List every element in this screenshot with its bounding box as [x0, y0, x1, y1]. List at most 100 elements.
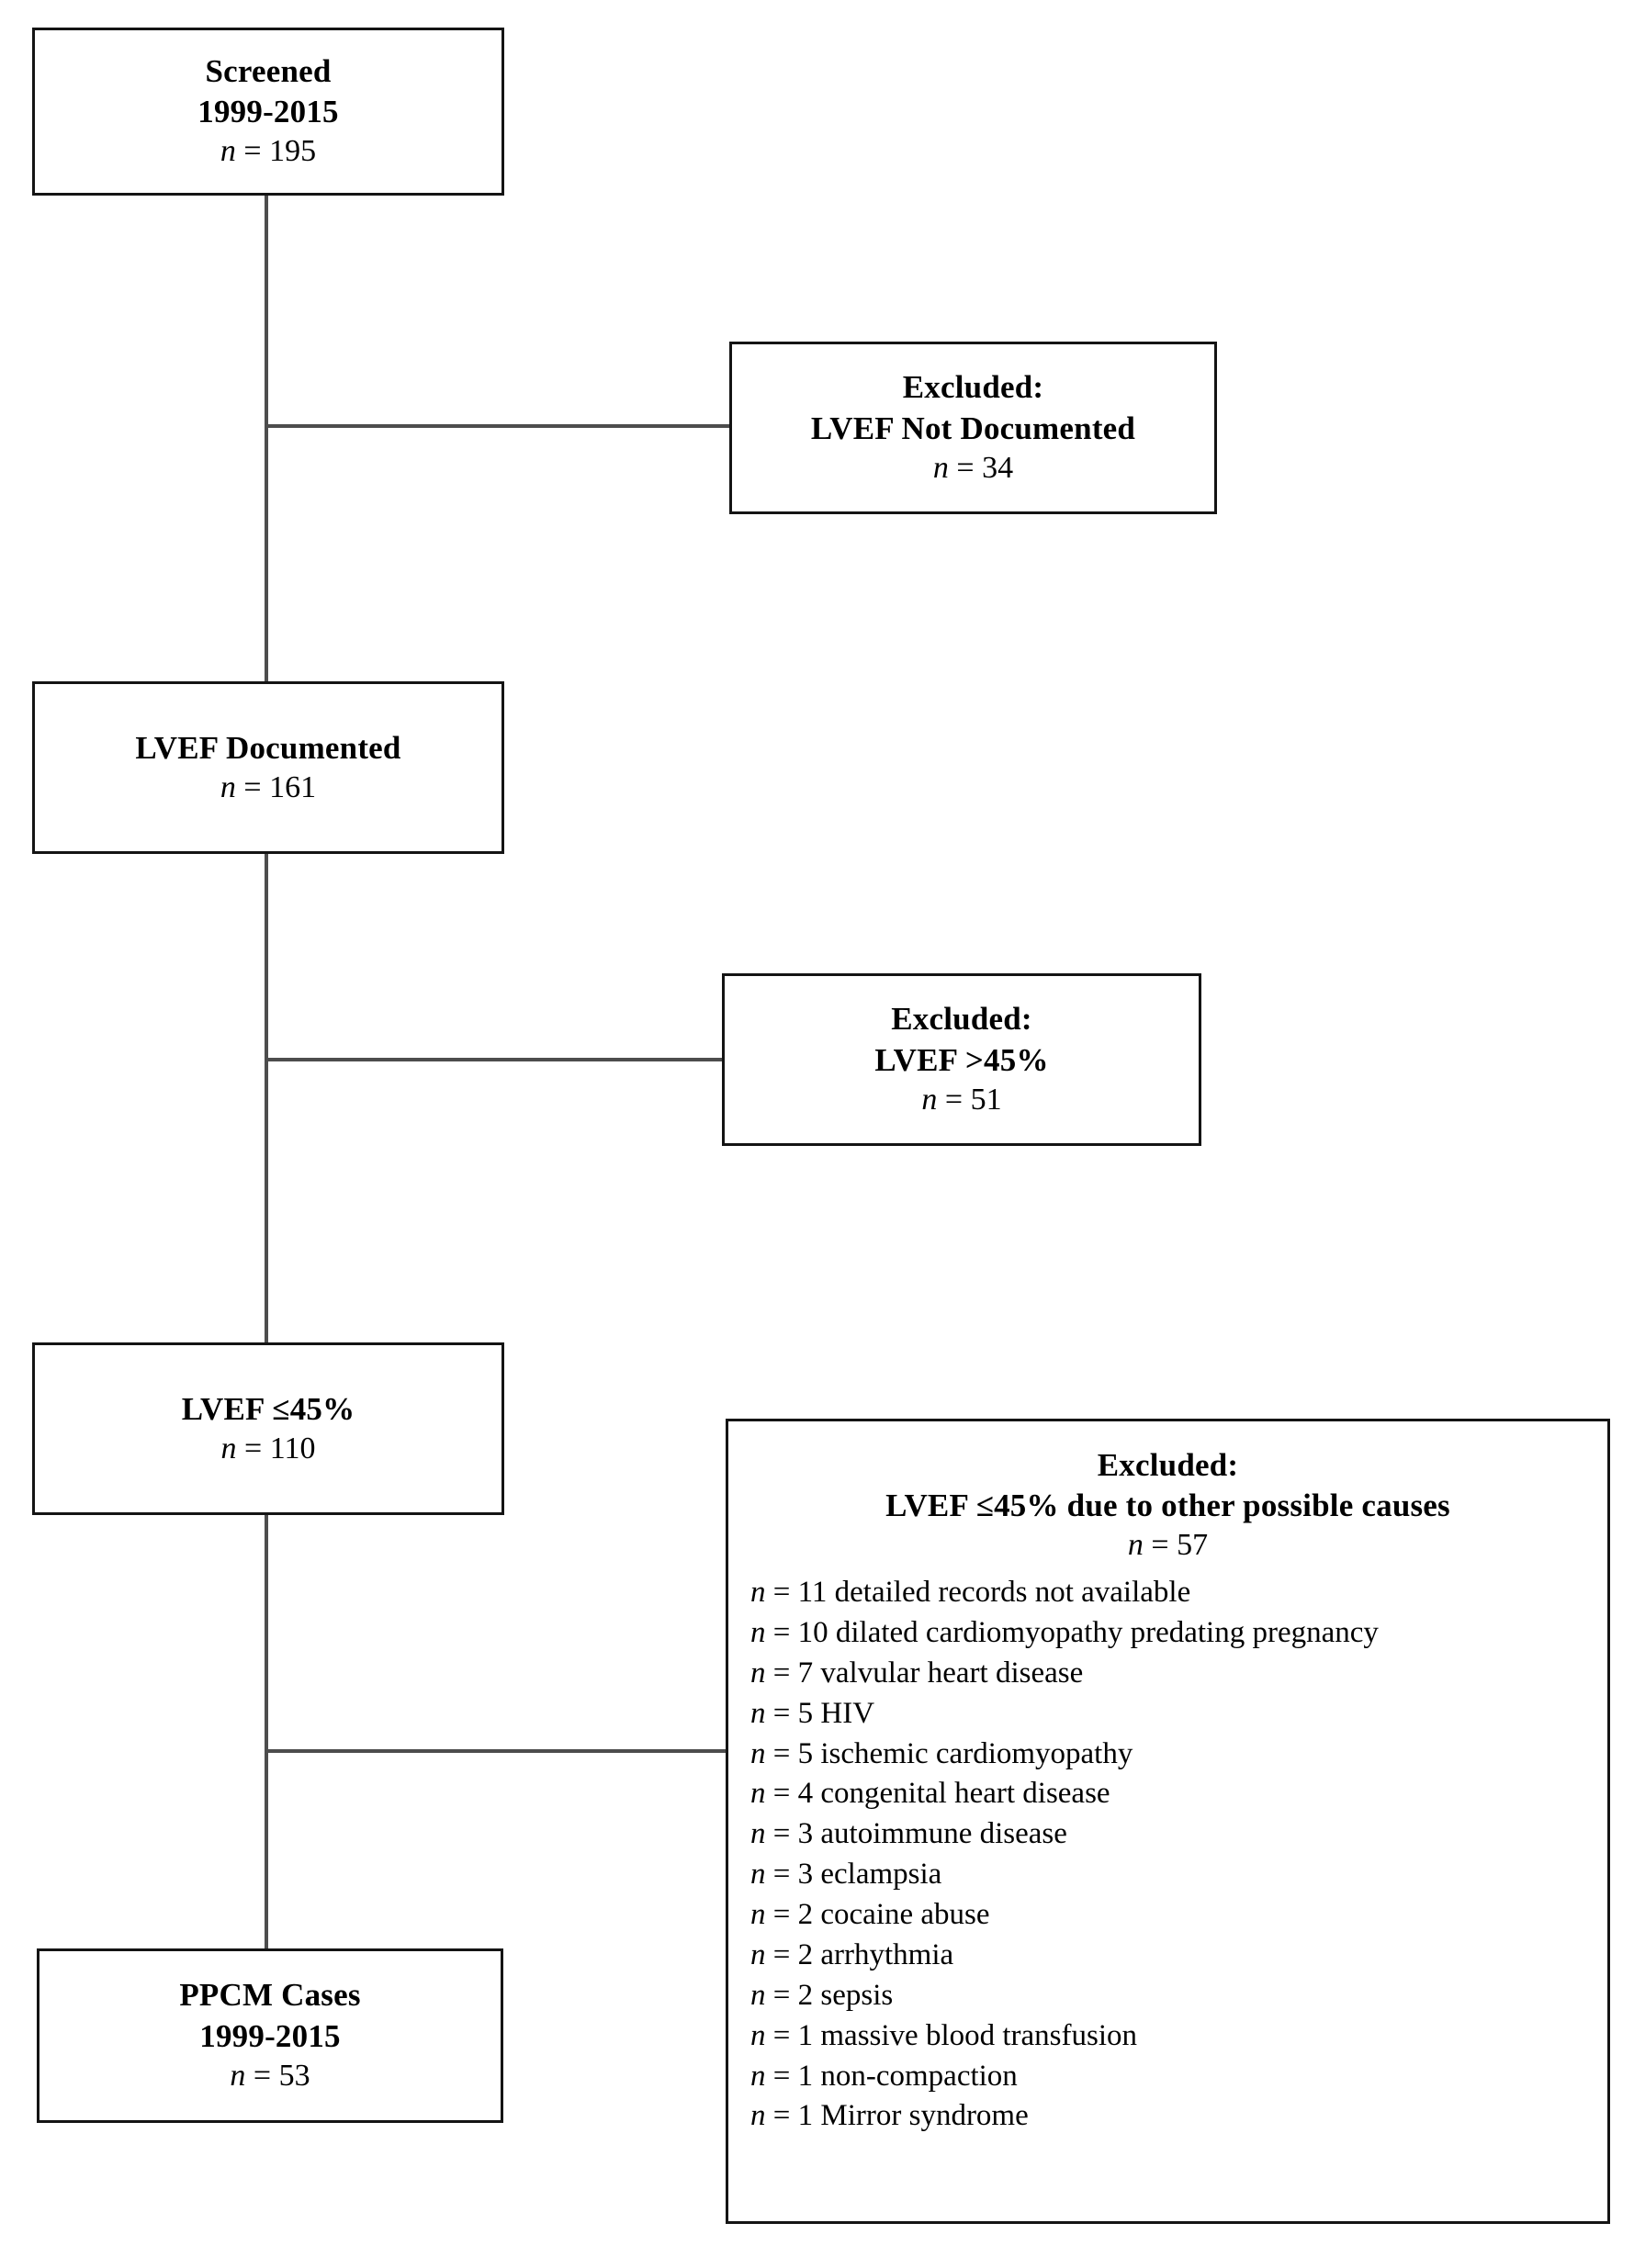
reason-label: eclampsia [813, 1858, 942, 1892]
lvef-45-count: n = 110 [221, 1430, 316, 1469]
eq-symbol: = [765, 2059, 798, 2093]
excluded-count-3: n = 57 [728, 1526, 1607, 1566]
n-symbol: n [750, 1696, 766, 1730]
excluded-reason-2: LVEF >45% [874, 1041, 1049, 1078]
excluded-reason-item: n = 3 eclampsia [750, 1855, 1607, 1895]
excluded-label-2: Excluded: [891, 1001, 1032, 1038]
count-value: 7 [797, 1656, 814, 1690]
ppcm-years: 1999-2015 [199, 2017, 341, 2054]
count-value: 5 [797, 1696, 814, 1730]
excluded-reason-item: n = 11 detailed records not available [750, 1573, 1607, 1613]
count-value: 2 [797, 1898, 814, 1932]
n-symbol: n [750, 1858, 766, 1892]
n-symbol: n [750, 1615, 766, 1649]
eq-symbol: = [235, 134, 270, 169]
count-value: 53 [278, 2058, 310, 2093]
n-symbol: n [921, 1082, 938, 1117]
count-value: 110 [269, 1431, 316, 1465]
count-value: 11 [797, 1576, 828, 1610]
n-symbol: n [750, 2018, 766, 2052]
connector-lvef-documented-to-lvef-45 [265, 852, 268, 1346]
excluded-reason-item: n = 4 congenital heart disease [750, 1774, 1607, 1814]
count-value: 3 [797, 1858, 814, 1892]
connector-screened-to-lvef-documented [265, 194, 268, 684]
excluded-reason-item: n = 2 cocaine abuse [750, 1895, 1607, 1936]
eq-symbol: = [765, 1576, 798, 1610]
count-value: 161 [269, 769, 317, 804]
excluded-reason-item: n = 2 arrhythmia [750, 1936, 1607, 1976]
lvef-45-or-less-box: LVEF ≤45% n = 110 [32, 1342, 504, 1515]
eq-symbol: = [235, 769, 270, 804]
reason-label: non-compaction [813, 2059, 1018, 2093]
excluded-count-1: n = 34 [933, 449, 1013, 488]
reason-label: Mirror syndrome [813, 2099, 1029, 2133]
connector-lvef-45-to-ppcm-cases [265, 1515, 268, 1952]
eq-symbol: = [245, 2058, 279, 2093]
reason-label: detailed records not available [827, 1576, 1191, 1610]
count-value: 51 [970, 1082, 1002, 1117]
reason-label: HIV [813, 1696, 875, 1730]
n-symbol: n [220, 134, 236, 169]
reason-label: congenital heart disease [813, 1777, 1110, 1811]
excluded-lvef-over-45-box: Excluded: LVEF >45% n = 51 [722, 973, 1201, 1146]
excluded-reason-1: LVEF Not Documented [810, 410, 1136, 446]
count-value: 2 [797, 1937, 814, 1971]
n-symbol: n [750, 1736, 766, 1770]
excluded-reason-3: LVEF ≤45% due to other possible causes [885, 1488, 1450, 1524]
count-value: 1 [797, 2059, 814, 2093]
eq-symbol: = [765, 1615, 798, 1649]
reason-label: autoimmune disease [813, 1817, 1067, 1851]
count-value: 2 [797, 1978, 814, 2012]
excluded-other-causes-box: Excluded: LVEF ≤45% due to other possibl… [726, 1419, 1610, 2224]
excluded-lvef-not-documented-box: Excluded: LVEF Not Documented n = 34 [729, 342, 1217, 514]
n-symbol: n [750, 1656, 766, 1690]
screened-years: 1999-2015 [197, 94, 339, 130]
eq-symbol: = [765, 1937, 798, 1971]
count-value: 10 [797, 1615, 828, 1649]
n-symbol: n [750, 1898, 766, 1932]
excluded-label-3: Excluded: [1097, 1447, 1239, 1483]
count-value: 4 [797, 1777, 814, 1811]
count-value: 5 [797, 1736, 814, 1770]
excluded-reason-item: n = 5 ischemic cardiomyopathy [750, 1735, 1607, 1775]
lvef-documented-count: n = 161 [220, 769, 316, 808]
excluded-reason-item: n = 7 valvular heart disease [750, 1654, 1607, 1694]
n-symbol: n [750, 1817, 766, 1851]
excluded-reason-item: n = 5 HIV [750, 1694, 1607, 1735]
excluded-reason-item: n = 1 Mirror syndrome [750, 2096, 1607, 2137]
connector-to-excluded-other-causes [265, 1749, 731, 1753]
eq-symbol: = [765, 1777, 798, 1811]
screened-count: n = 195 [220, 132, 316, 172]
n-symbol: n [750, 2099, 766, 2133]
n-symbol: n [220, 1431, 237, 1465]
count-value: 1 [797, 2099, 814, 2133]
ppcm-count: n = 53 [230, 2057, 310, 2096]
n-symbol: n [220, 769, 236, 804]
eq-symbol: = [765, 1978, 798, 2012]
reason-label: dilated cardiomyopathy predating pregnan… [828, 1615, 1379, 1649]
excluded-count-2: n = 51 [921, 1081, 1001, 1120]
count-value: 195 [269, 134, 317, 169]
n-symbol: n [750, 1576, 766, 1610]
lvef-documented-title: LVEF Documented [135, 729, 401, 766]
screened-box: Screened 1999-2015 n = 195 [32, 28, 504, 196]
eq-symbol: = [765, 1736, 798, 1770]
eq-symbol: = [765, 1858, 798, 1892]
eq-symbol: = [765, 2099, 798, 2133]
connector-to-excluded-lvef-not-documented [265, 424, 731, 428]
eq-symbol: = [937, 1082, 971, 1117]
ppcm-title: PPCM Cases [179, 1977, 361, 2014]
count-value: 57 [1177, 1528, 1209, 1563]
reason-label: massive blood transfusion [813, 2018, 1138, 2052]
reason-label: cocaine abuse [813, 1898, 990, 1932]
excluded-reason-item: n = 1 massive blood transfusion [750, 2016, 1607, 2057]
lvef-45-title: LVEF ≤45% [181, 1390, 355, 1427]
reason-label: arrhythmia [813, 1937, 954, 1971]
count-value: 34 [982, 450, 1014, 485]
count-value: 1 [797, 2018, 814, 2052]
reason-label: sepsis [813, 1978, 894, 2012]
eq-symbol: = [765, 1656, 798, 1690]
excluded-reason-item: n = 2 sepsis [750, 1976, 1607, 2016]
